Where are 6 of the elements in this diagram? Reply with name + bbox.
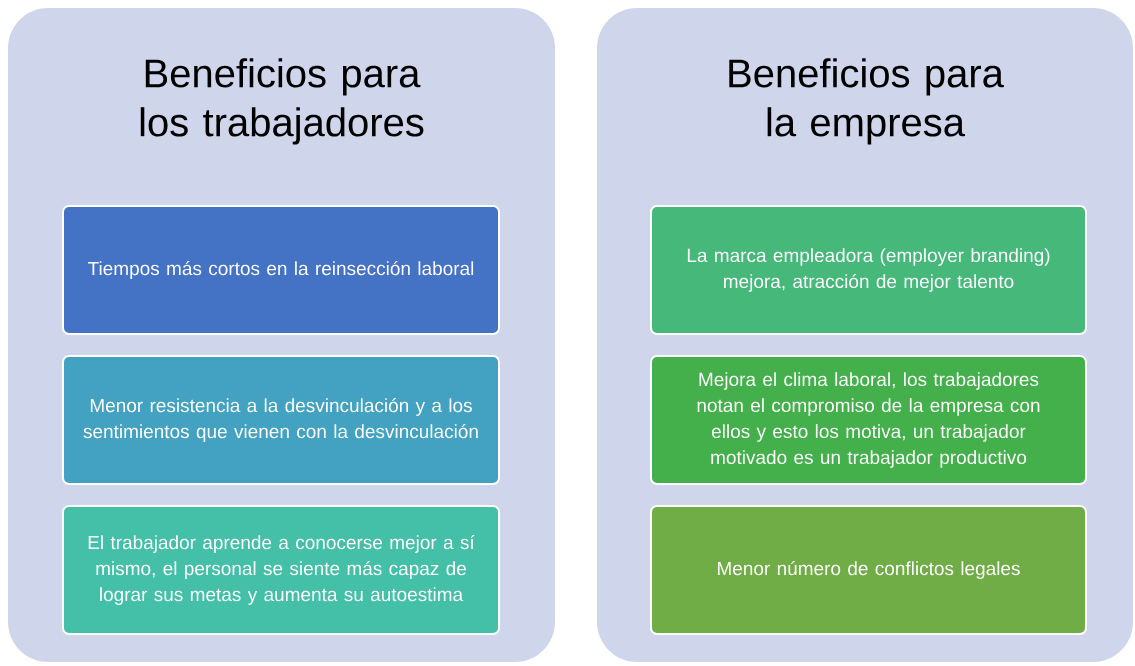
text-box: Menor resistencia a la desvinculación y a los sentimientos que vienen con la desvinculación: [62, 355, 500, 485]
text-box: La marca empleadora (employer branding) mejora, atracción de mejor talento: [650, 205, 1087, 335]
text-box: El trabajador aprende a conocerse mejor a sí mismo, el personal se siente más capaz de lograr sus metas y aumenta su autoestima: [62, 505, 500, 635]
text-box: Mejora el clima laboral, los trabajadores notan el compromiso de la empresa con ellos y esto los motiva, un trabajador motivado es un trabajador productivo: [650, 355, 1087, 485]
text-box: Menor número de conflictos legales: [650, 505, 1087, 635]
text-box: Tiempos más cortos en la reinsección laboral: [62, 205, 500, 335]
